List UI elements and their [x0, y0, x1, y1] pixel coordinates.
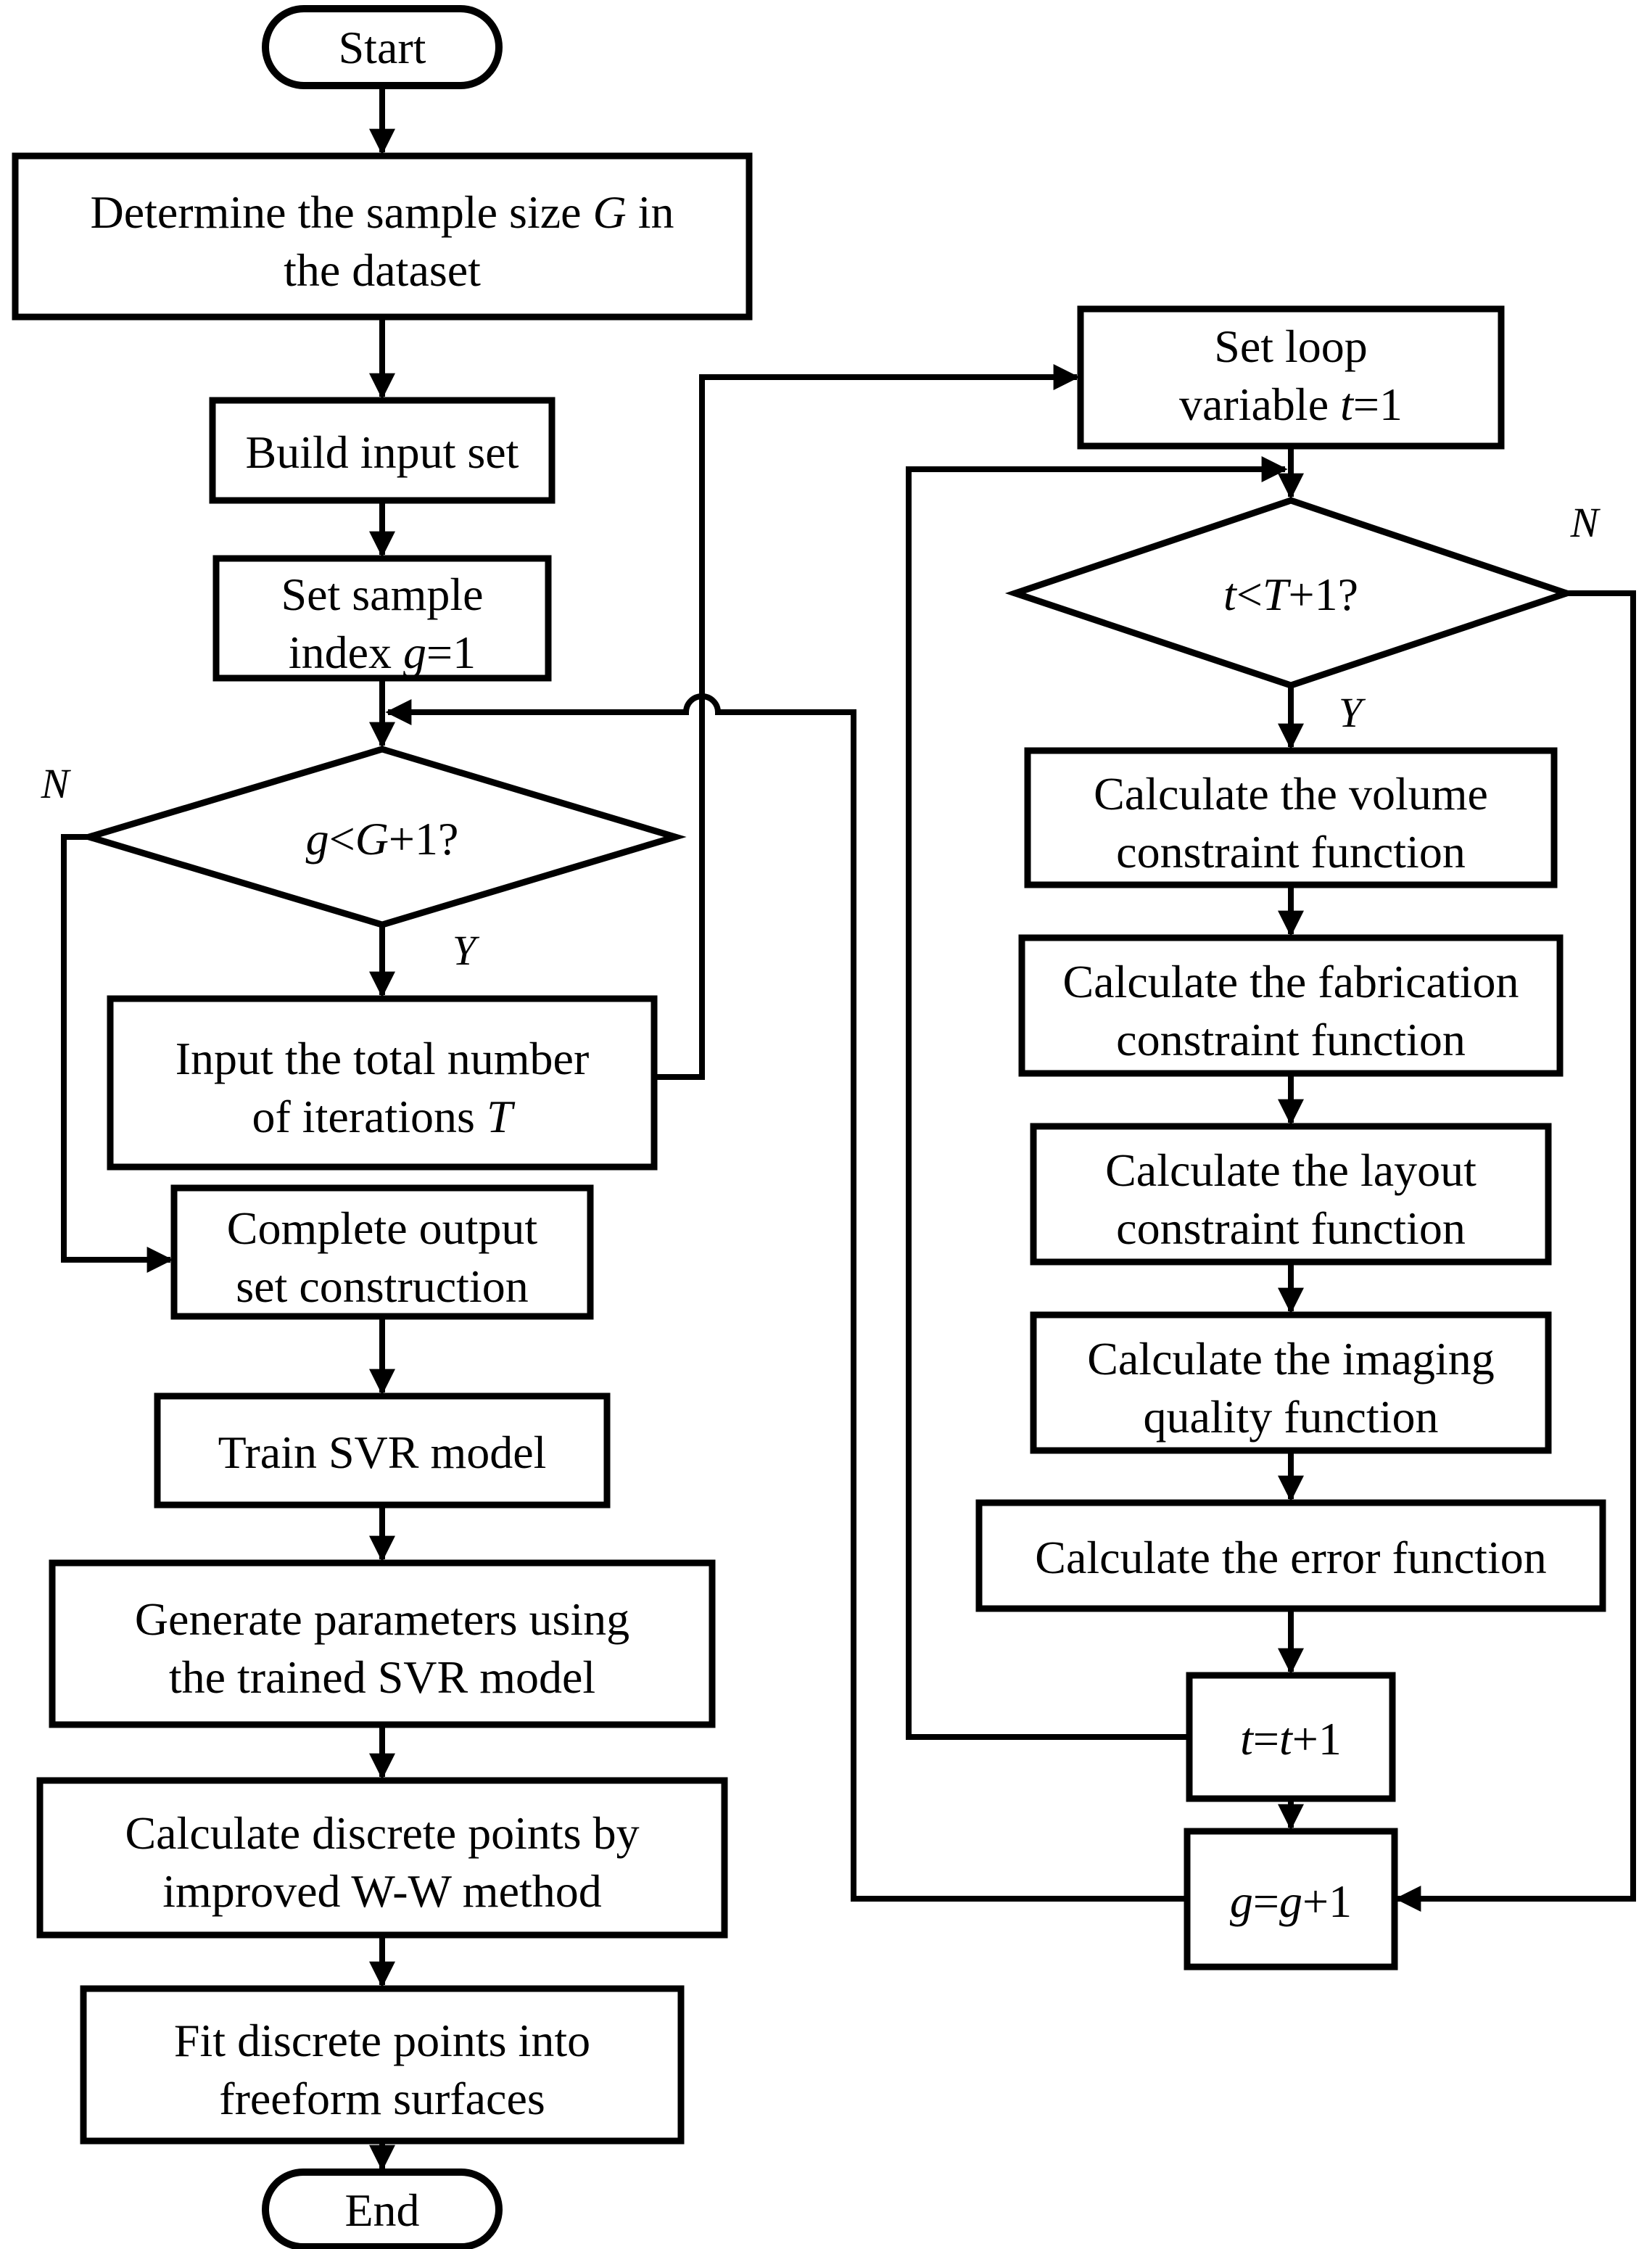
edge-inputiterations-setloop — [654, 364, 1080, 1080]
set-loop-label-line2: variable t=1 — [1179, 379, 1403, 430]
fit-points-label-line1: Fit discrete points into — [174, 2015, 590, 2066]
determine-sample-size-node — [12, 152, 753, 321]
edge-gloop-return — [385, 693, 1187, 1902]
determine-sample-size-label-line1: Determine the sample size G in — [90, 186, 674, 238]
set-loop-node — [1077, 305, 1505, 450]
t-decision-no-label: N — [1570, 499, 1601, 546]
layout-constraint-label-line2: constraint function — [1116, 1202, 1466, 1254]
generate-params-label-line1: Generate parameters using — [135, 1593, 629, 1645]
input-iterations-node — [107, 995, 658, 1171]
g-decision-yes-label: Y — [453, 927, 480, 974]
start-node — [262, 5, 503, 89]
complete-output-label-line2: set construction — [236, 1260, 528, 1312]
layout-constraint-label-line1: Calculate the layout — [1105, 1144, 1477, 1196]
edge-tdecision-no-gincrement — [1395, 590, 1636, 1912]
edge-gdecision-no-completeoutput — [61, 834, 173, 1273]
calc-discrete-points-label-line1: Calculate discrete points by — [125, 1807, 639, 1859]
train-svr-node — [154, 1392, 611, 1509]
train-svr-label: Train SVR model — [218, 1427, 547, 1478]
build-input-set-node — [209, 397, 556, 504]
t-increment-label: t=t+1 — [1240, 1713, 1342, 1765]
set-sample-index-node — [212, 555, 552, 682]
t-decision-yes-label: Y — [1339, 689, 1366, 736]
volume-constraint-label-line1: Calculate the volume — [1094, 768, 1488, 820]
volume-constraint-node — [1024, 747, 1558, 888]
fabrication-constraint-label-line1: Calculate the fabrication — [1062, 956, 1519, 1007]
determine-sample-size-label-line2: the dataset — [284, 244, 481, 296]
error-function-label: Calculate the error function — [1035, 1532, 1546, 1583]
input-iterations-label-line1: Input the total number — [175, 1033, 590, 1084]
fit-points-label-line2: freeform surfaces — [219, 2073, 545, 2124]
g-increment-label: g=g+1 — [1230, 1875, 1352, 1927]
t-increment-node — [1186, 1672, 1396, 1802]
imaging-quality-label-line1: Calculate the imaging — [1087, 1333, 1495, 1385]
volume-constraint-label-line2: constraint function — [1116, 826, 1466, 878]
layout-constraint-node — [1030, 1123, 1552, 1266]
calc-discrete-points-node — [36, 1777, 728, 1939]
fit-points-node — [80, 1985, 685, 2145]
g-decision-label: g<G+1? — [306, 813, 459, 864]
input-iterations-label-line2: of iterations T — [252, 1091, 515, 1142]
g-decision-diamond — [78, 746, 687, 928]
fabrication-constraint-node — [1018, 934, 1564, 1077]
t-decision-diamond — [1004, 497, 1577, 689]
set-sample-index-label-line1: Set sample — [281, 569, 483, 620]
error-function-node — [975, 1499, 1606, 1612]
start-label: Start — [339, 22, 426, 73]
imaging-quality-node — [1030, 1311, 1552, 1454]
build-input-set-label: Build input set — [246, 426, 519, 478]
set-loop-label-line1: Set loop — [1214, 321, 1368, 372]
set-sample-index-label-line2: index g=1 — [289, 627, 476, 678]
end-label: End — [344, 2184, 419, 2236]
edge-tloop-return — [906, 456, 1288, 1740]
g-increment-node — [1184, 1828, 1398, 1971]
t-decision-label: t<T+1? — [1223, 569, 1358, 620]
g-decision-no-label: N — [41, 760, 72, 807]
generate-params-label-line2: the trained SVR model — [169, 1651, 595, 1703]
end-node — [262, 2168, 503, 2249]
generate-params-node — [49, 1559, 716, 1728]
fabrication-constraint-label-line2: constraint function — [1116, 1014, 1466, 1065]
imaging-quality-label-line2: quality function — [1143, 1391, 1438, 1443]
calc-discrete-points-label-line2: improved W-W method — [162, 1865, 602, 1917]
complete-output-label-line1: Complete output — [227, 1202, 538, 1254]
complete-output-node — [170, 1184, 594, 1320]
